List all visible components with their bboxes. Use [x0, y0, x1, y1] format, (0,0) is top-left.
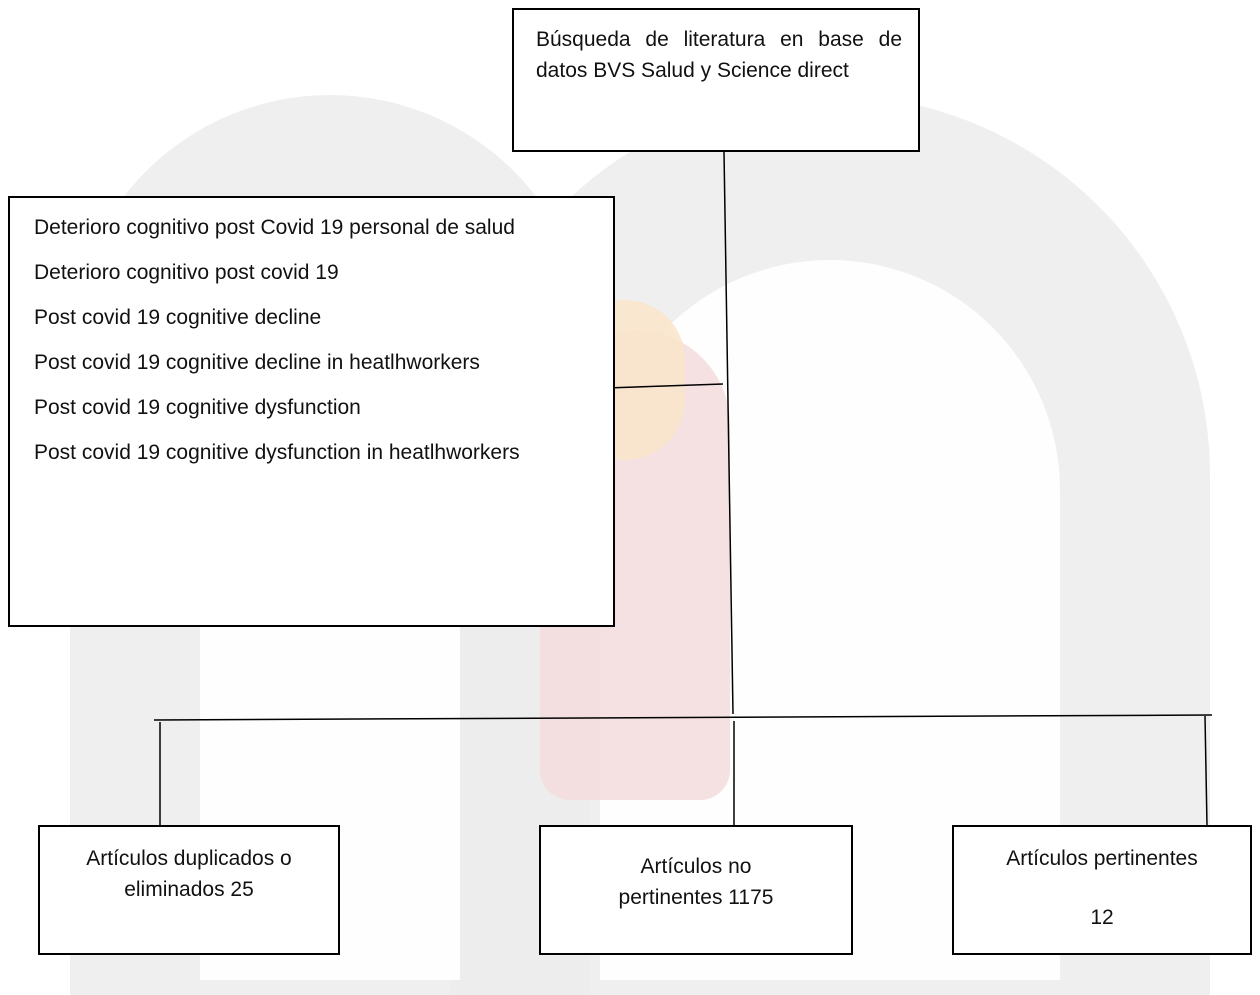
connector-to-relevant [1204, 715, 1208, 827]
search-term-item: Post covid 19 cognitive dysfunction [34, 396, 361, 419]
search-term-item: Post covid 19 cognitive dysfunction in h… [34, 441, 520, 464]
search-term-item: Post covid 19 cognitive decline [34, 306, 322, 329]
connector-horizontal-bus [153, 714, 1213, 721]
not-relevant-articles-box: Artículos no pertinentes 1175 [539, 825, 853, 955]
relevant-articles-box: Artículos pertinentes 12 [952, 825, 1252, 955]
connector-main-vertical [723, 151, 734, 715]
search-box: Búsqueda de literatura en base de datos … [512, 8, 920, 152]
search-term-item: Deterioro cognitivo post covid 19 [34, 261, 339, 284]
connector-lines [153, 151, 1213, 827]
search-term-item: Post covid 19 cognitive decline in heatl… [34, 351, 480, 374]
duplicated-articles-box: Artículos duplicados o eliminados 25 [38, 825, 340, 955]
search-box-text: Búsqueda de literatura en base de datos … [536, 28, 902, 82]
search-terms-box: Deterioro cognitivo post Covid 19 person… [8, 196, 615, 627]
search-term-item: Deterioro cognitivo post Covid 19 person… [34, 216, 515, 239]
relevant-articles-label: Artículos pertinentes [1006, 847, 1198, 870]
not-relevant-articles-text: Artículos no pertinentes 1175 [618, 855, 774, 909]
connector-terms-branch [605, 383, 724, 389]
relevant-articles-count: 12 [1090, 906, 1114, 929]
duplicated-articles-text: Artículos duplicados o eliminados 25 [86, 847, 292, 901]
